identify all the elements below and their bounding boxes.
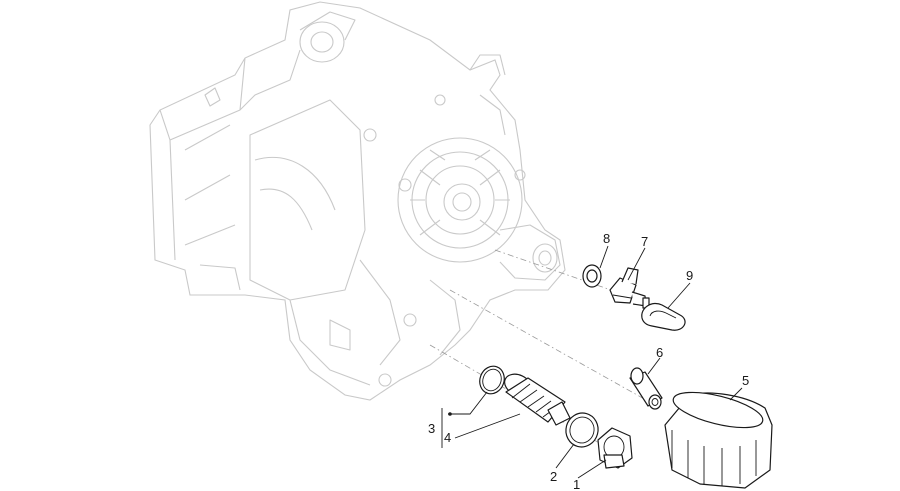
callout-7: 7 (641, 234, 648, 249)
part-9-clip (641, 302, 686, 331)
callout-dot (448, 412, 452, 416)
callout-2: 2 (550, 469, 557, 484)
callout-labels: 1 2 3 4 5 6 7 8 9 (428, 231, 749, 491)
part-2-o-ring (565, 412, 599, 448)
part-7-sensor (609, 267, 650, 309)
callout-4: 4 (444, 430, 451, 445)
part-5-oil-filter (664, 391, 773, 489)
callout-8: 8 (603, 231, 610, 246)
part-1-drain-plug (597, 427, 633, 469)
callout-9: 9 (686, 268, 693, 283)
callout-1: 1 (573, 477, 580, 491)
part-4-strainer (504, 373, 571, 426)
callout-6: 6 (656, 345, 663, 360)
crankcase-housing (149, 1, 566, 401)
callout-3: 3 (428, 421, 435, 436)
part-8-washer (582, 264, 602, 288)
callout-leaders (441, 245, 743, 479)
part-3-o-ring (479, 365, 505, 395)
callout-5: 5 (742, 373, 749, 388)
part-6-pin (629, 367, 663, 410)
